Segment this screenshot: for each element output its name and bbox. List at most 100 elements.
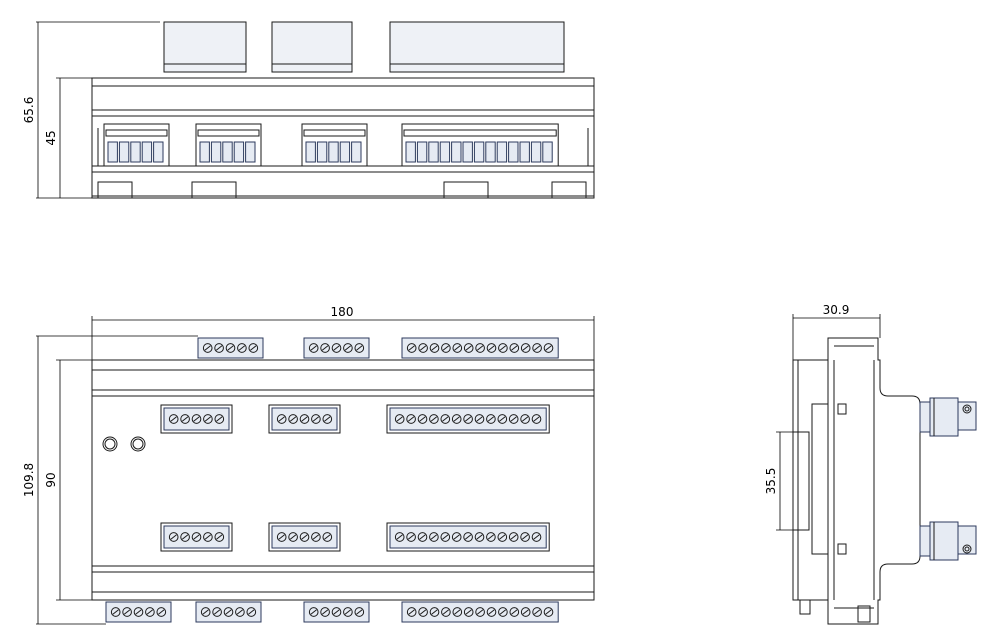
screw-terminal xyxy=(417,532,428,542)
screw-terminal xyxy=(418,343,428,353)
side-view: 30.9 35.5 xyxy=(764,303,977,625)
screw-terminal xyxy=(531,414,542,424)
dim-top-total: 65.6 xyxy=(22,21,160,199)
screw-terminal xyxy=(509,343,520,353)
screw-terminal xyxy=(497,532,508,542)
screw-terminal xyxy=(498,343,508,353)
screw-terminal xyxy=(543,343,554,353)
screw-terminal xyxy=(223,607,234,617)
top-view-terminal-rows xyxy=(103,123,559,167)
terminal-block xyxy=(160,404,233,434)
screw-terminal xyxy=(508,414,519,424)
screw-terminal xyxy=(354,607,365,617)
dim-label-65-6: 65.6 xyxy=(22,97,36,124)
screw-terminal xyxy=(214,532,225,542)
screw-terminal xyxy=(202,343,213,353)
top-view-terminal-row xyxy=(195,123,262,167)
screw-terminal xyxy=(191,532,202,542)
screw-terminal xyxy=(429,607,440,617)
screw-terminal xyxy=(212,607,222,617)
screw-terminal xyxy=(406,343,417,353)
screw-terminal xyxy=(246,607,257,617)
screw-terminal xyxy=(520,607,531,617)
screw-terminal xyxy=(331,343,342,353)
screw-terminal xyxy=(543,607,554,617)
top-view-terminal-row xyxy=(401,123,559,167)
screw-terminal xyxy=(203,532,213,542)
top-view-rail-clips xyxy=(97,181,587,199)
screw-terminal xyxy=(122,607,132,617)
screw-terminal xyxy=(463,532,473,542)
dim-label-109-8: 109.8 xyxy=(22,463,36,497)
terminal-block xyxy=(195,601,262,623)
screw-terminal xyxy=(486,607,497,617)
screw-terminal xyxy=(475,343,485,353)
terminal-block xyxy=(160,522,233,552)
screw-terminal xyxy=(354,343,365,353)
screw-terminal xyxy=(168,414,179,424)
screw-terminal xyxy=(474,532,485,542)
screw-terminal xyxy=(276,532,287,542)
screw-terminal xyxy=(394,532,405,542)
terminal-block xyxy=(303,337,370,359)
dim-label-90: 90 xyxy=(44,472,58,487)
screw-terminal xyxy=(417,414,428,424)
screw-terminal xyxy=(463,343,474,353)
screw-terminal xyxy=(509,607,520,617)
screw-terminal xyxy=(322,532,333,542)
screw-terminal xyxy=(429,532,439,542)
screw-terminal xyxy=(203,414,213,424)
dim-front-total: 109.8 xyxy=(22,335,198,625)
led-indicator xyxy=(130,436,146,452)
screw-terminal xyxy=(343,607,353,617)
screw-terminal xyxy=(145,607,155,617)
screw-terminal xyxy=(520,532,530,542)
screw-terminal xyxy=(180,414,190,424)
screw-terminal xyxy=(225,343,236,353)
dim-top-body: 45 xyxy=(44,77,92,198)
screw-terminal xyxy=(441,343,451,353)
screw-terminal xyxy=(248,343,259,353)
front-view: 180 109.8 90 xyxy=(22,305,595,625)
screw-terminal xyxy=(200,607,211,617)
screw-terminal xyxy=(308,343,319,353)
screw-terminal xyxy=(276,414,287,424)
terminal-block xyxy=(268,404,341,434)
screw-terminal xyxy=(508,532,519,542)
screw-terminal xyxy=(343,343,353,353)
led-indicator xyxy=(102,436,118,452)
screw-terminal xyxy=(110,607,121,617)
terminal-block xyxy=(386,522,550,552)
terminal-block xyxy=(386,404,550,434)
screw-terminal xyxy=(320,607,330,617)
screw-terminal xyxy=(429,414,439,424)
screw-terminal xyxy=(440,532,451,542)
terminal-block xyxy=(197,337,264,359)
screw-terminal xyxy=(237,343,247,353)
front-leds xyxy=(102,436,146,452)
dim-front-body: 90 xyxy=(44,359,92,601)
dim-label-30-9: 30.9 xyxy=(823,303,850,317)
screw-terminal xyxy=(531,532,542,542)
front-terminal-blocks xyxy=(105,337,559,623)
screw-terminal xyxy=(180,532,190,542)
dim-label-180: 180 xyxy=(331,305,354,319)
screw-terminal xyxy=(474,414,485,424)
screw-terminal xyxy=(451,414,462,424)
terminal-block xyxy=(401,337,559,359)
screw-terminal xyxy=(463,607,474,617)
screw-terminal xyxy=(214,414,225,424)
screw-terminal xyxy=(532,607,542,617)
screw-terminal xyxy=(299,532,310,542)
screw-terminal xyxy=(156,607,167,617)
screw-terminal xyxy=(440,414,451,424)
screw-terminal xyxy=(311,414,321,424)
top-view-body xyxy=(91,77,595,199)
screw-terminal xyxy=(452,607,463,617)
screw-terminal xyxy=(486,414,496,424)
screw-terminal xyxy=(133,607,144,617)
screw-terminal xyxy=(331,607,342,617)
screw-terminal xyxy=(486,532,496,542)
screw-terminal xyxy=(288,414,298,424)
